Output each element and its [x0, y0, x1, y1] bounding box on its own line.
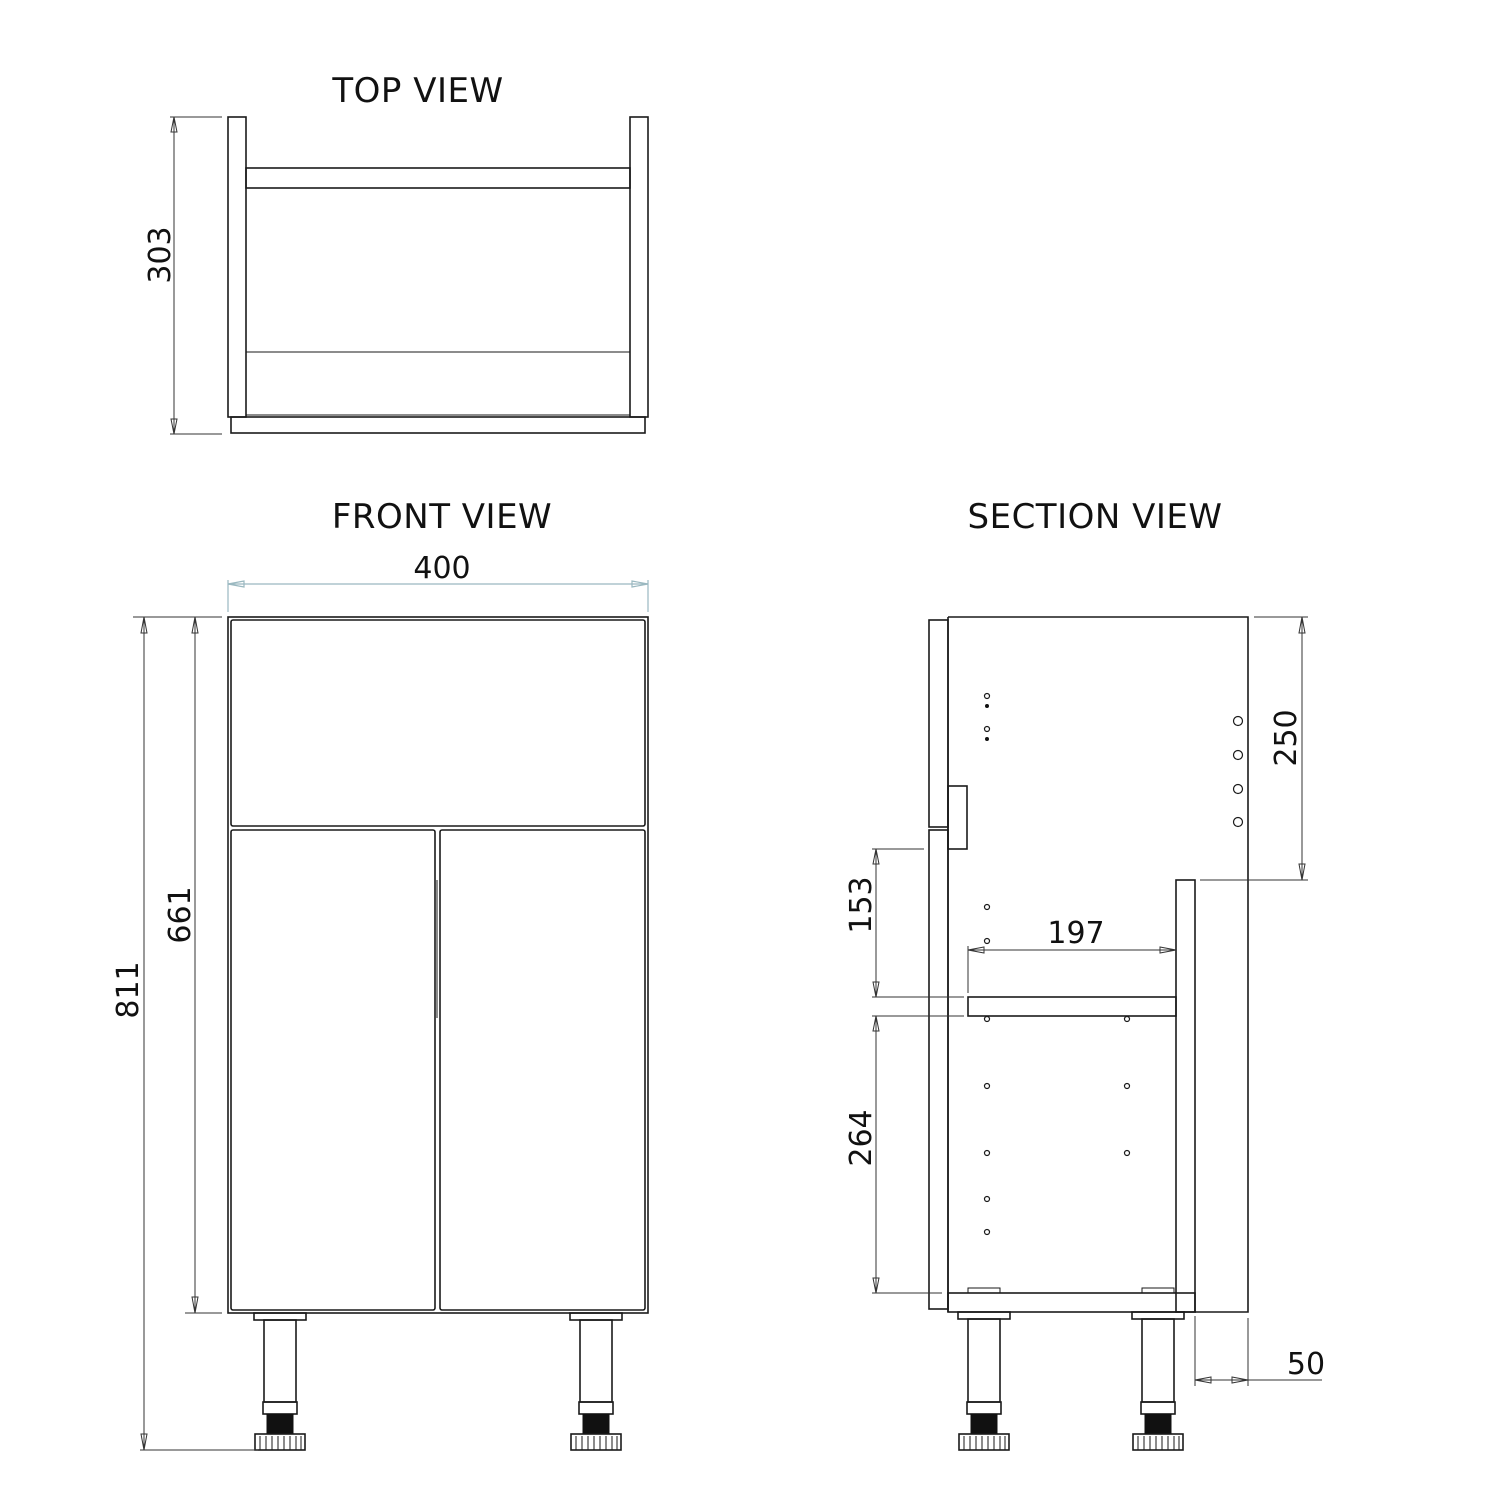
right-door [439, 829, 646, 1311]
right-side-panel [629, 116, 649, 418]
shelf [967, 996, 1177, 1017]
drawer-front [230, 619, 646, 827]
section-view: SECTION VIEW [844, 497, 1325, 1451]
section-leg-right [1131, 1311, 1185, 1451]
back-panel [1175, 879, 1196, 1313]
section-door [928, 829, 949, 1310]
depth-dimension: 303 [143, 226, 178, 283]
top-view-title: TOP VIEW [331, 71, 503, 111]
left-side-panel [227, 116, 247, 418]
section-drawer-front [928, 619, 949, 828]
back-rail [245, 167, 631, 189]
door-front [230, 416, 646, 434]
top-view: TOP VIEW 303 [143, 71, 649, 435]
shelf-depth-dimension: 197 [1047, 916, 1104, 951]
carcass-outline [227, 616, 649, 1314]
total-height-dimension: 811 [111, 961, 146, 1018]
drawer-handle-block [947, 785, 968, 850]
base-panel [947, 1292, 1196, 1313]
lower-gap-dimension: 264 [844, 1109, 879, 1166]
drawer-height-dimension: 250 [1269, 709, 1304, 766]
front-view-title: FRONT VIEW [332, 497, 552, 537]
front-leg-left [253, 1312, 307, 1451]
carcass-height-dimension: 661 [163, 886, 198, 943]
width-dimension: 400 [413, 551, 470, 586]
upper-gap-dimension: 153 [844, 876, 879, 933]
recess-dimension: 50 [1287, 1347, 1325, 1382]
front-view: FRONT VIEW 400 [111, 497, 649, 1451]
front-leg-right [569, 1312, 623, 1451]
section-leg-left [957, 1311, 1011, 1451]
shelf-pin-holes [983, 692, 1244, 1236]
section-view-title: SECTION VIEW [968, 497, 1223, 537]
left-door [230, 829, 436, 1311]
